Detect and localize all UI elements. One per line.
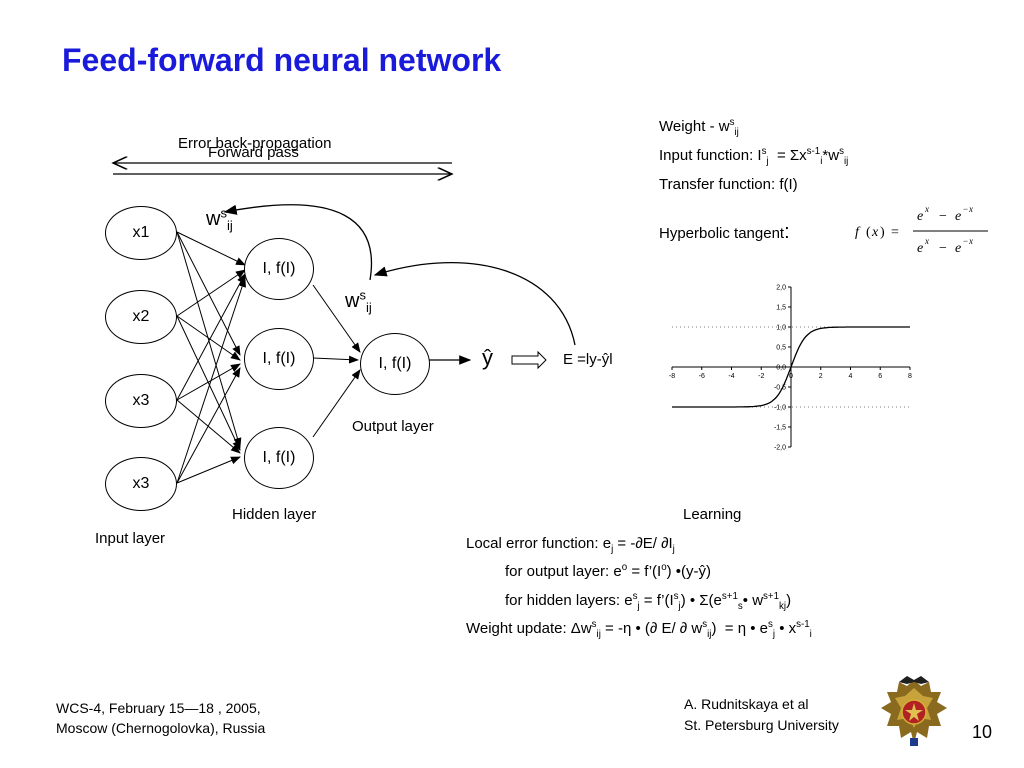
input-layer-label: Input layer xyxy=(95,530,166,547)
input-node-1: x1 xyxy=(105,206,177,260)
y-tick-label: 2,0 xyxy=(776,285,786,292)
hidden-layers-error: for hidden layers: esj = f’(Isj) • Σ(es+… xyxy=(505,591,792,612)
backprop-label: Error back-propagation xyxy=(178,135,332,152)
svg-text:): ) xyxy=(880,225,885,240)
transfer-function-definition: Transfer function: f(I) xyxy=(659,176,798,193)
x-tick-label: -4 xyxy=(728,373,734,380)
x-tick-label: -8 xyxy=(669,373,675,380)
backprop-curve-1 xyxy=(223,204,373,281)
footer-location: Moscow (Chernogolovka), Russia xyxy=(56,720,266,736)
input-node-4: x3 xyxy=(105,457,177,511)
svg-text:x: x xyxy=(871,225,879,240)
x-tick-label: 0 xyxy=(789,373,793,380)
x-tick-label: -2 xyxy=(758,373,764,380)
weight-label-2: wsij xyxy=(345,287,372,315)
svg-text:(: ( xyxy=(866,225,871,240)
local-error-function: Local error function: ej = -∂E/ ∂Ij xyxy=(466,535,675,555)
error-label: E =ly-ŷl xyxy=(563,351,613,368)
y-tick-label: -1,0 xyxy=(774,405,786,412)
x-tick-label: -6 xyxy=(699,373,705,380)
y-tick-label: 1,5 xyxy=(776,305,786,312)
svg-text:=: = xyxy=(891,225,899,240)
tanh-curve xyxy=(672,326,910,408)
svg-text:−: − xyxy=(939,209,947,224)
weight-update: Weight update: Δwsij = -η • (∂ E/ ∂ wsij… xyxy=(466,619,812,640)
svg-text:e: e xyxy=(917,241,923,256)
slide-title: Feed-forward neural network xyxy=(62,42,502,78)
output-node: I, f(I) xyxy=(360,333,430,395)
hidden-node-1: I, f(I) xyxy=(244,238,314,300)
svg-text:f: f xyxy=(855,225,861,240)
svg-text:x: x xyxy=(968,204,973,214)
svg-text:x: x xyxy=(968,236,973,246)
input-node-3: x3 xyxy=(105,374,177,428)
learning-heading: Learning xyxy=(683,506,742,523)
footer-author: A. Rudnitskaya et al xyxy=(684,696,809,712)
forward-label: Forward pass xyxy=(208,144,299,161)
hidden-node-3: I, f(I) xyxy=(244,427,314,489)
y-tick-label: 0,5 xyxy=(776,345,786,352)
svg-text:−: − xyxy=(939,241,947,256)
svg-text:e: e xyxy=(955,209,961,224)
output-layer-label: Output layer xyxy=(352,418,434,435)
weight-label-1: wsij xyxy=(206,205,233,233)
implies-arrow xyxy=(511,350,547,370)
y-tick-label: -0,5 xyxy=(774,385,786,392)
y-tick-label: 0,0 xyxy=(776,365,786,372)
weight-definition: Weight - wsij xyxy=(659,117,739,138)
y-tick-label: 1,0 xyxy=(776,325,786,332)
input-node-2: x2 xyxy=(105,290,177,344)
svg-text:x: x xyxy=(924,236,929,246)
input-hidden-connections xyxy=(176,231,246,484)
hidden-node-2: I, f(I) xyxy=(244,328,314,390)
x-tick-label: 4 xyxy=(849,373,853,380)
footer-university: St. Petersburg University xyxy=(684,717,839,733)
y-tick-label: -1,5 xyxy=(774,425,786,432)
university-emblem xyxy=(881,676,947,746)
svg-text:e: e xyxy=(917,209,923,224)
svg-text:e: e xyxy=(955,241,961,256)
y-tick-label: -2,0 xyxy=(774,445,786,452)
hidden-output-connections xyxy=(312,284,361,438)
backprop-curve-2 xyxy=(373,262,576,346)
output-layer-error: for output layer: eo = f’(Io) •(y-ŷ) xyxy=(505,562,712,580)
svg-text:−: − xyxy=(963,236,968,246)
x-tick-label: 2 xyxy=(819,373,823,380)
svg-text:x: x xyxy=(924,204,929,214)
hidden-layer-label: Hidden layer xyxy=(232,506,317,523)
x-tick-label: 6 xyxy=(878,373,882,380)
tanh-label: Hyperbolic tangent: xyxy=(659,221,790,243)
svg-text:−: − xyxy=(963,204,968,214)
x-tick-label: 8 xyxy=(908,373,912,380)
y-hat: ŷ xyxy=(482,345,493,370)
footer-conference: WCS-4, February 15—18 , 2005, xyxy=(56,700,261,716)
input-function-definition: Input function: Isj = Σxs-1i*wsij xyxy=(659,146,849,167)
page-number: 10 xyxy=(972,722,993,742)
